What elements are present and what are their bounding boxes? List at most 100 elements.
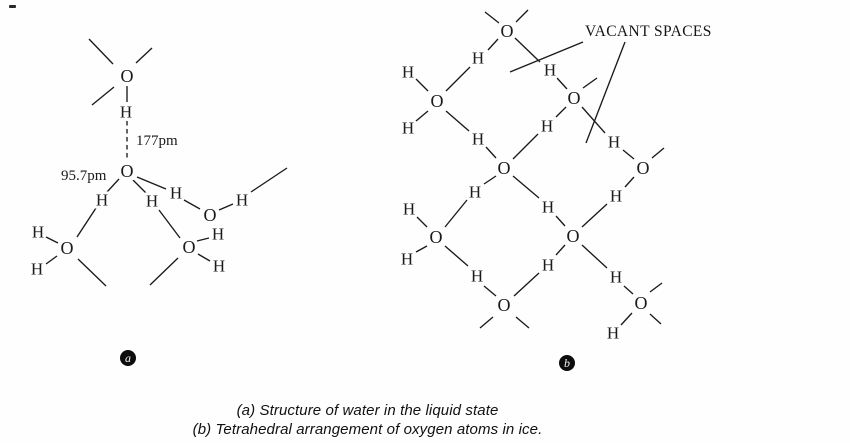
panel-b-badge: b bbox=[559, 355, 575, 371]
bond-line bbox=[415, 245, 428, 253]
atom-label-h: H bbox=[470, 48, 486, 68]
vacant-space-pointer-line bbox=[509, 41, 584, 73]
atom-label-h: H bbox=[540, 255, 556, 275]
bond-line bbox=[218, 203, 234, 211]
atom-label-o: O bbox=[499, 21, 515, 41]
bond-line bbox=[623, 285, 634, 295]
atom-label-h: H bbox=[210, 224, 226, 244]
panel-a-badge: a bbox=[120, 350, 136, 366]
atom-label-o: O bbox=[119, 66, 135, 86]
atom-label-h: H bbox=[608, 267, 624, 287]
bond-line bbox=[555, 244, 566, 256]
bond-line bbox=[196, 237, 210, 242]
atom-label-h: H bbox=[29, 259, 45, 279]
bond-line bbox=[581, 106, 606, 134]
lattice-continuation-stub bbox=[250, 167, 288, 193]
figure-caption: (a) Structure of water in the liquid sta… bbox=[0, 402, 735, 439]
lattice-continuation-stub bbox=[582, 77, 598, 89]
atom-label-h: H bbox=[211, 256, 227, 276]
atom-label-h: H bbox=[608, 186, 624, 206]
bond-line bbox=[555, 215, 566, 227]
bond-line bbox=[512, 175, 540, 199]
lattice-continuation-stub bbox=[649, 313, 662, 325]
bond-line bbox=[483, 175, 497, 185]
bond-line bbox=[512, 133, 539, 160]
lattice-continuation-stub bbox=[649, 282, 663, 293]
bond-line bbox=[445, 110, 470, 132]
atom-label-o: O bbox=[565, 226, 581, 246]
scan-artifact-mark bbox=[9, 5, 16, 8]
bond-line bbox=[197, 253, 211, 262]
vacant-spaces-label: VACANT SPACES bbox=[585, 23, 712, 40]
bond-line bbox=[415, 78, 429, 92]
lattice-continuation-stub bbox=[88, 38, 114, 65]
atom-label-o: O bbox=[119, 161, 135, 181]
bond-line bbox=[415, 110, 429, 122]
atom-label-h: H bbox=[144, 191, 160, 211]
bond-line bbox=[624, 176, 635, 188]
atom-label-o: O bbox=[429, 91, 445, 111]
atom-label-o: O bbox=[633, 293, 649, 313]
atom-label-h: H bbox=[400, 62, 416, 82]
bond-line bbox=[513, 272, 540, 297]
lattice-continuation-stub bbox=[77, 258, 107, 287]
atom-label-h: H bbox=[401, 199, 417, 219]
bond-line bbox=[514, 37, 541, 63]
atom-label-h: H bbox=[542, 60, 558, 80]
lattice-continuation-stub bbox=[91, 86, 115, 106]
atom-label-o: O bbox=[59, 238, 75, 258]
lattice-continuation-stub bbox=[515, 316, 530, 329]
atom-label-h: H bbox=[30, 222, 46, 242]
atom-label-o: O bbox=[566, 88, 582, 108]
bond-line bbox=[487, 38, 499, 51]
atom-label-h: H bbox=[605, 323, 621, 343]
atom-label-o: O bbox=[202, 205, 218, 225]
lattice-continuation-stub bbox=[651, 147, 665, 159]
bond-line bbox=[444, 245, 469, 267]
figure-caption-line-b: (b) Tetrahedral arrangement of oxygen at… bbox=[192, 420, 543, 438]
atom-label-h: H bbox=[94, 190, 110, 210]
bond-line bbox=[158, 209, 181, 239]
atom-label-h: H bbox=[168, 183, 184, 203]
oh-bond-length-label: 95.7pm bbox=[61, 168, 107, 184]
atom-label-h: H bbox=[540, 197, 556, 217]
lattice-continuation-stub bbox=[135, 47, 153, 64]
bond-line bbox=[106, 178, 120, 193]
bond-line bbox=[581, 203, 608, 228]
atom-label-o: O bbox=[635, 158, 651, 178]
atom-label-h: H bbox=[400, 118, 416, 138]
atom-label-h: H bbox=[606, 132, 622, 152]
atom-label-h: H bbox=[399, 249, 415, 269]
bond-line bbox=[444, 199, 468, 228]
bond-line bbox=[620, 312, 633, 326]
lattice-continuation-stub bbox=[149, 257, 179, 286]
figure-caption-line-a: (a) Structure of water in the liquid sta… bbox=[236, 402, 499, 419]
hydrogen-bond-length-label: 177pm bbox=[136, 133, 178, 149]
atom-label-o: O bbox=[496, 158, 512, 178]
atom-label-h: H bbox=[539, 116, 555, 136]
atom-label-o: O bbox=[496, 295, 512, 315]
bond-line bbox=[132, 179, 147, 194]
bond-line bbox=[485, 146, 497, 159]
atom-label-h: H bbox=[118, 102, 134, 122]
bond-line bbox=[556, 77, 568, 90]
bond-line bbox=[483, 285, 497, 297]
atom-label-h: H bbox=[467, 182, 483, 202]
bond-line bbox=[555, 106, 567, 118]
atom-label-h: H bbox=[470, 129, 486, 149]
bond-line bbox=[136, 176, 167, 190]
bond-line bbox=[445, 66, 471, 92]
bond-line bbox=[416, 216, 428, 228]
lattice-continuation-stub bbox=[484, 11, 500, 24]
atom-label-o: O bbox=[181, 237, 197, 257]
bond-line bbox=[581, 244, 608, 269]
lattice-continuation-stub bbox=[479, 316, 494, 329]
bond-line bbox=[622, 149, 635, 160]
atom-label-h: H bbox=[469, 266, 485, 286]
bond-line bbox=[183, 199, 201, 210]
lattice-continuation-stub bbox=[515, 9, 529, 23]
vacant-space-pointer-line bbox=[585, 41, 626, 144]
atom-label-h: H bbox=[234, 190, 250, 210]
